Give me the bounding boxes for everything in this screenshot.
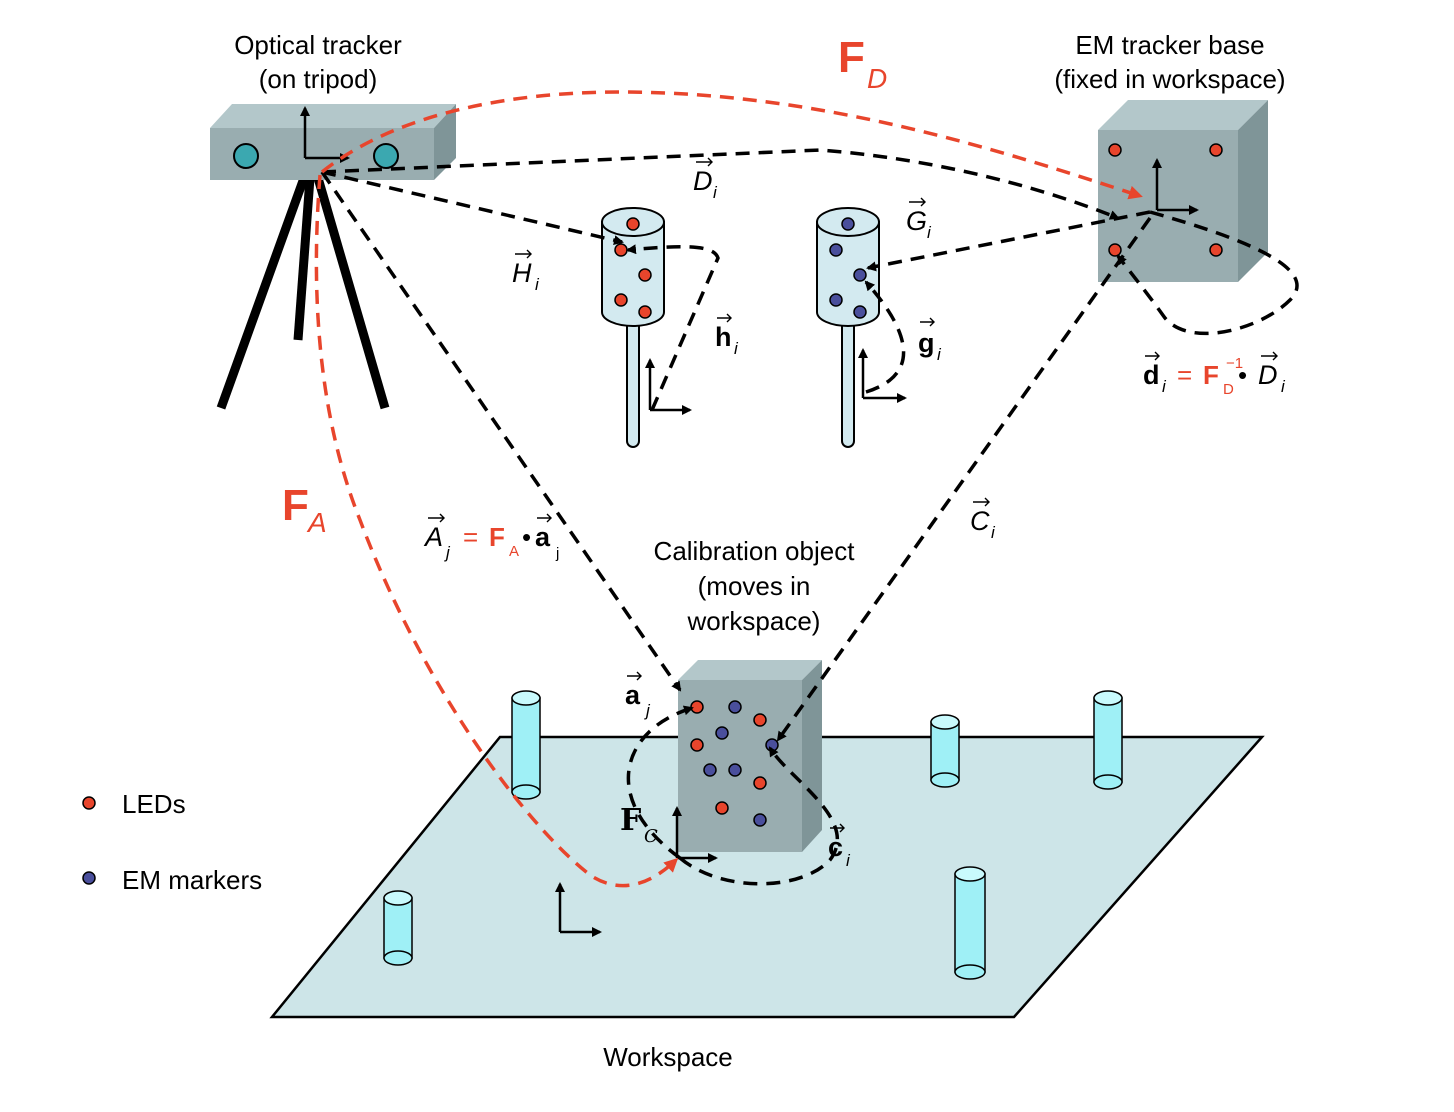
svg-text:i: i <box>535 275 540 294</box>
optical-tracker-label-line2: (on tripod) <box>259 64 378 94</box>
svg-text:=: = <box>1177 360 1192 390</box>
svg-text:j: j <box>444 543 451 562</box>
vector-g-path <box>864 280 906 394</box>
frame-FA-label: F A <box>282 481 327 538</box>
vector-C-label: C i <box>970 497 996 542</box>
optical-tracker <box>210 104 456 180</box>
calibration-frame-axes <box>672 806 718 863</box>
em-base-label-line1: EM tracker base <box>1075 30 1264 60</box>
svg-text:=: = <box>463 522 478 552</box>
svg-text:j: j <box>644 701 651 720</box>
vector-a-label: a j <box>625 671 651 720</box>
vector-D-label: D i <box>693 157 718 202</box>
svg-text:C: C <box>970 506 990 536</box>
calibration-em-markers <box>703 700 779 827</box>
frame-FA-path <box>314 174 679 888</box>
legend-em-label: EM markers <box>122 865 262 895</box>
vector-G-label: G i <box>906 197 932 242</box>
vector-g-label: g i <box>918 317 942 364</box>
frame-FD-path <box>320 90 1143 200</box>
svg-text:a: a <box>535 522 551 552</box>
svg-text:F: F <box>620 803 641 838</box>
legend-em-swatch <box>82 871 96 885</box>
svg-text:G: G <box>906 206 927 236</box>
svg-text:F: F <box>282 481 309 530</box>
equation-d: d i = F D −1 • D i <box>1143 351 1286 398</box>
tripod <box>216 176 390 410</box>
svg-text:F: F <box>838 33 865 82</box>
vector-h-label: h i <box>715 313 739 358</box>
workspace-pillar <box>954 866 986 980</box>
svg-text:i: i <box>1162 377 1167 396</box>
workspace-frame-axes <box>555 882 602 937</box>
svg-text:F: F <box>489 522 505 552</box>
svg-text:•: • <box>1238 360 1247 390</box>
svg-text:h: h <box>715 322 732 352</box>
tracked-tool-g <box>816 207 880 448</box>
calibration-label-line2: (moves in <box>698 571 811 601</box>
svg-text:c: c <box>828 832 843 862</box>
vector-c-path <box>678 746 840 886</box>
svg-text:•: • <box>522 522 531 552</box>
workspace-pillar <box>1093 690 1123 790</box>
svg-text:H: H <box>512 258 532 288</box>
workspace-pillar <box>511 690 541 800</box>
svg-text:F: F <box>1203 360 1219 390</box>
em-base-frame-axes <box>1152 158 1199 215</box>
vector-H-path <box>321 170 624 246</box>
workspace-pillar <box>930 714 960 788</box>
optical-tracker-label-line1: Optical tracker <box>234 30 402 60</box>
svg-text:D: D <box>693 166 713 196</box>
svg-text:i: i <box>846 851 851 870</box>
svg-text:D: D <box>1223 381 1234 398</box>
svg-text:i: i <box>734 339 739 358</box>
workspace-label: Workspace <box>603 1042 733 1072</box>
vector-D-path <box>321 148 1120 220</box>
svg-text:i: i <box>1281 377 1286 396</box>
calibration-label-line1: Calibration object <box>654 536 856 566</box>
legend: LEDs EM markers <box>82 789 262 895</box>
svg-text:D: D <box>867 63 887 94</box>
legend-led-label: LEDs <box>122 789 186 819</box>
vector-h-path <box>626 244 720 411</box>
vector-d-path <box>1116 210 1299 336</box>
legend-led-swatch <box>82 796 96 810</box>
svg-text:i: i <box>713 183 718 202</box>
svg-text:d: d <box>1143 360 1160 390</box>
workspace-plane <box>269 735 1265 1019</box>
vector-G-path <box>866 210 1151 272</box>
tool-h-frame-axes <box>645 358 692 415</box>
tracked-tool-h <box>601 207 665 448</box>
equation-A: A j = F A • a j <box>423 513 559 562</box>
calibration-object <box>678 660 822 852</box>
svg-text:a: a <box>625 680 641 710</box>
svg-text:A: A <box>423 522 443 552</box>
vector-C-path <box>776 216 1152 742</box>
svg-text:D: D <box>1258 360 1278 390</box>
svg-text:A: A <box>306 507 327 538</box>
svg-text:g: g <box>918 328 935 358</box>
calibration-label-line3: workspace) <box>687 606 821 636</box>
vector-H-label: H i <box>512 249 540 294</box>
tool-g-frame-axes <box>858 348 907 403</box>
svg-text:A: A <box>509 543 519 560</box>
frame-FD-label: F D <box>838 33 887 94</box>
vector-a-path <box>626 705 694 860</box>
svg-text:−1: −1 <box>1226 355 1243 372</box>
frame-FC-label: F C <box>620 803 658 847</box>
svg-text:i: i <box>937 345 942 364</box>
svg-text:i: i <box>991 523 996 542</box>
svg-text:C: C <box>644 826 658 847</box>
vector-A-path <box>320 171 682 692</box>
vector-c-label: c i <box>828 823 851 870</box>
workspace-pillar <box>383 890 413 966</box>
svg-text:j: j <box>555 545 559 562</box>
em-base-label-line2: (fixed in workspace) <box>1054 64 1285 94</box>
svg-text:i: i <box>927 223 932 242</box>
